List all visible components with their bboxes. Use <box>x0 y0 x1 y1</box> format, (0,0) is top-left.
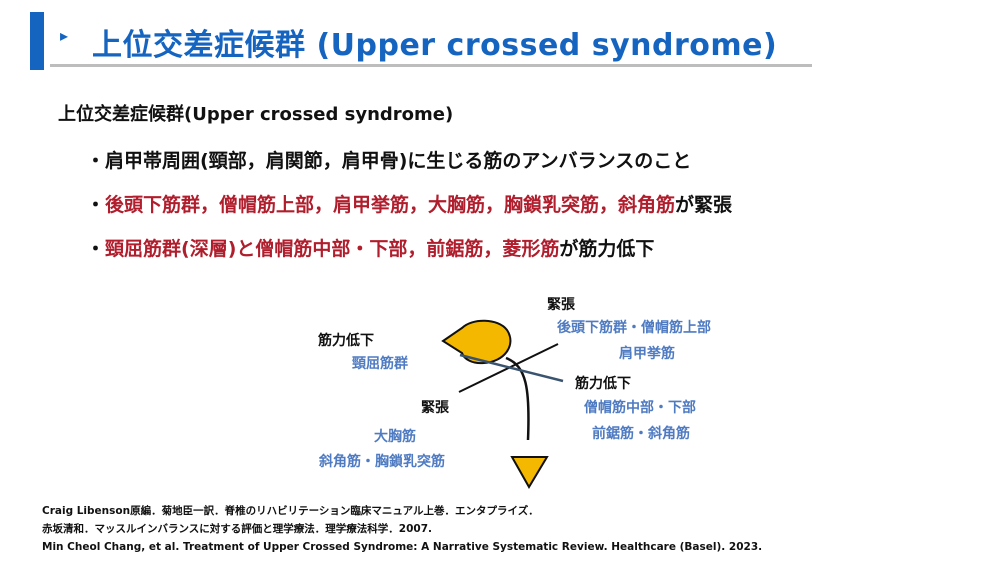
title-divider <box>50 64 812 67</box>
bullet-text: 肩甲帯周囲(頸部，肩関節，肩甲骨)に生じる筋のアンバランスのこと <box>105 150 692 172</box>
spine-line <box>505 356 530 441</box>
bottom-left-muscles-2: 斜角筋・胸鎖乳突筋 <box>319 454 445 470</box>
weak-muscles-list: 頸屈筋群(深層)と僧帽筋中部・下部，前鋸筋，菱形筋 <box>105 238 560 260</box>
top-right-muscles-2: 肩甲挙筋 <box>619 346 675 362</box>
weak-cross-line <box>459 353 564 383</box>
bottom-left-muscles-1: 大胸筋 <box>374 429 416 445</box>
bullet-tight-muscles: ・後頭下筋群，僧帽筋上部，肩甲挙筋，大胸筋，胸鎖乳突筋，斜角筋が緊張 <box>86 190 732 217</box>
bullet-weak-muscles: ・頸屈筋群(深層)と僧帽筋中部・下部，前鋸筋，菱形筋が筋力低下 <box>86 234 654 261</box>
section-heading: 上位交差症候群(Upper crossed syndrome) <box>58 104 454 125</box>
slide-title: 上位交差症候群 (Upper crossed syndrome) <box>92 28 778 63</box>
bottom-right-muscles-2: 前鋸筋・斜角筋 <box>592 426 690 442</box>
title-arrow-icon: ▸ <box>60 26 69 45</box>
bullet-marker: ・ <box>86 238 106 260</box>
references: Craig Libenson原編．菊地臣一訳．脊椎のリハビリテーション臨床マニュ… <box>42 502 762 556</box>
title-accent-bar <box>30 12 44 70</box>
top-right-state: 緊張 <box>547 297 575 313</box>
bullet-definition: ・肩甲帯周囲(頸部，肩関節，肩甲骨)に生じる筋のアンバランスのこと <box>86 146 691 173</box>
tight-label: が緊張 <box>675 194 733 216</box>
head-shape <box>441 319 512 365</box>
bottom-right-muscles-1: 僧帽筋中部・下部 <box>584 400 696 416</box>
body-triangle <box>510 456 549 489</box>
reference-item: Min Cheol Chang, et al. Treatment of Upp… <box>42 541 763 553</box>
bullet-marker: ・ <box>86 150 106 172</box>
tight-muscles-list: 後頭下筋群，僧帽筋上部，肩甲挙筋，大胸筋，胸鎖乳突筋，斜角筋 <box>105 194 676 216</box>
reference-item: Craig Libenson原編．菊地臣一訳．脊椎のリハビリテーション臨床マニュ… <box>42 505 539 517</box>
weak-label: が筋力低下 <box>559 238 655 260</box>
bottom-left-state: 緊張 <box>421 400 449 416</box>
bottom-right-state: 筋力低下 <box>575 376 631 392</box>
top-right-muscles-1: 後頭下筋群・僧帽筋上部 <box>557 320 711 336</box>
reference-item: 赤坂清和．マッスルインバランスに対する評価と理学療法．理学療法科学．2007. <box>42 523 433 535</box>
bullet-marker: ・ <box>86 194 106 216</box>
top-left-muscles: 頸屈筋群 <box>352 356 408 372</box>
top-left-state: 筋力低下 <box>318 333 374 349</box>
